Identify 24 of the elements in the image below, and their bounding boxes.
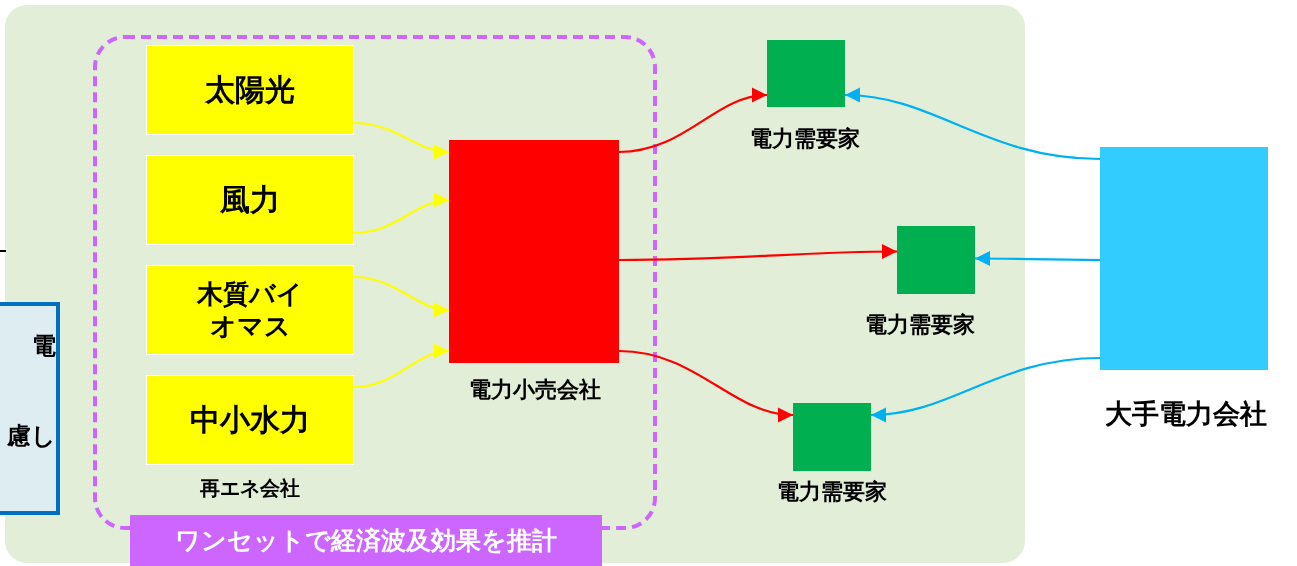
arrow <box>618 88 768 154</box>
node-label: 電力小売会社 <box>468 376 602 404</box>
source-box: 木質バイオマス <box>146 265 354 355</box>
source-box: 太陽光 <box>146 45 354 135</box>
node-label: 電力需要家 <box>864 311 976 339</box>
group-label: 再エネ会社 <box>199 475 301 502</box>
node-label: 電力需要家 <box>749 125 861 153</box>
note-text: 電 <box>31 331 56 362</box>
source-box: 風力 <box>146 155 354 245</box>
arrow <box>844 88 1101 161</box>
caption-banner: ワンセットで経済波及効果を推計 <box>130 515 602 566</box>
arrow <box>870 356 1101 422</box>
note-box <box>0 302 60 515</box>
arrow <box>619 243 897 262</box>
arrow <box>353 344 450 389</box>
arrow <box>975 250 1100 267</box>
arrow <box>353 121 450 159</box>
arrow <box>353 275 450 317</box>
node-label: 大手電力会社 <box>1104 397 1268 431</box>
arrow <box>618 349 794 422</box>
note-text: 慮し <box>6 421 56 452</box>
source-box: 中小水力 <box>146 375 354 465</box>
node-label: 電力需要家 <box>776 478 888 506</box>
arrow <box>353 193 450 235</box>
